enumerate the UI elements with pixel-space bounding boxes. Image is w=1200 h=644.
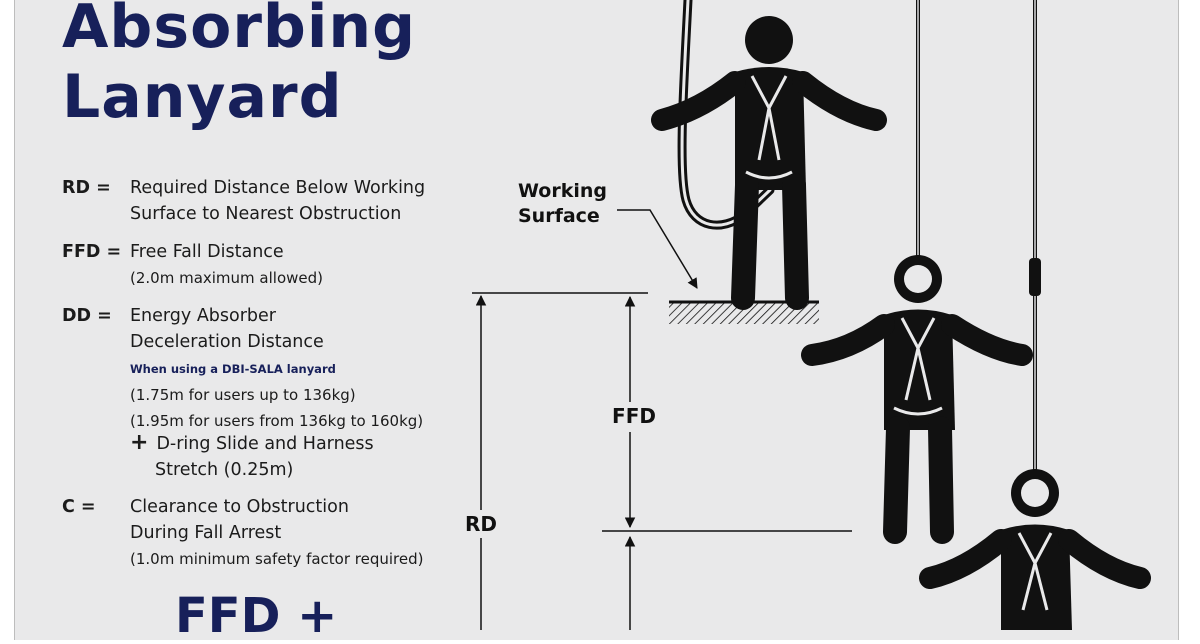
title-line-1: Absorbing — [62, 0, 417, 62]
definition-line: Stretch (0.25m) — [155, 460, 294, 480]
definition-line: D-ring Slide and Harness — [156, 434, 374, 454]
definition-line: Surface to Nearest Obstruction — [130, 204, 402, 224]
definition-note: (1.95m for users from 136kg to 160kg) — [130, 412, 424, 430]
definition-text: Free Fall Distance (2.0m maximum allowed… — [130, 239, 323, 291]
worker-arrested-figure — [919, 0, 1151, 630]
definition-text: Energy Absorber Deceleration Distance Wh… — [130, 303, 423, 434]
energy-absorber — [1029, 258, 1041, 296]
definition-term: DD = — [62, 306, 112, 326]
plus-symbol: + — [130, 430, 149, 455]
working-surface-platform — [669, 302, 819, 324]
definition-term: C = — [62, 497, 96, 517]
working-surface-label: Surface — [518, 205, 600, 227]
definition-note: (1.0m minimum safety factor required) — [130, 550, 424, 568]
definition-line: Clearance to Obstruction — [130, 497, 349, 517]
definition-term: RD = — [62, 178, 111, 198]
definition-note: (2.0m maximum allowed) — [130, 269, 324, 287]
d-ring-addition: + D-ring Slide and Harness Stretch (0.25m… — [130, 430, 374, 483]
worker-standing-figure — [651, 0, 887, 310]
poster-title: Absorbing Lanyard — [62, 0, 416, 132]
working-surface-label: Working — [518, 180, 607, 202]
definition-text: Clearance to Obstruction During Fall Arr… — [130, 494, 424, 572]
worker-falling-figure — [801, 0, 1033, 544]
definition-line: Free Fall Distance — [130, 242, 284, 262]
definition-line: During Fall Arrest — [130, 523, 282, 543]
poster-panel — [14, 0, 1179, 640]
definition-text: Required Distance Below Working Surface … — [130, 175, 425, 227]
title-line-2: Lanyard — [62, 62, 343, 132]
definition-line: Deceleration Distance — [130, 332, 324, 352]
rd-label: RD — [465, 512, 497, 536]
definition-term: FFD = — [62, 242, 122, 262]
lanyard-subheading: When using a DBI-SALA lanyard — [130, 362, 336, 376]
fall-clearance-diagram: Working Surface RD FFD — [458, 0, 1151, 630]
ffd-label: FFD — [612, 404, 656, 428]
rd-label-backdrop — [458, 510, 504, 538]
definition-note: (1.75m for users up to 136kg) — [130, 386, 356, 404]
working-surface-pointer — [617, 209, 698, 289]
definition-line: Required Distance Below Working — [130, 178, 426, 198]
definition-line: Energy Absorber — [130, 306, 276, 326]
